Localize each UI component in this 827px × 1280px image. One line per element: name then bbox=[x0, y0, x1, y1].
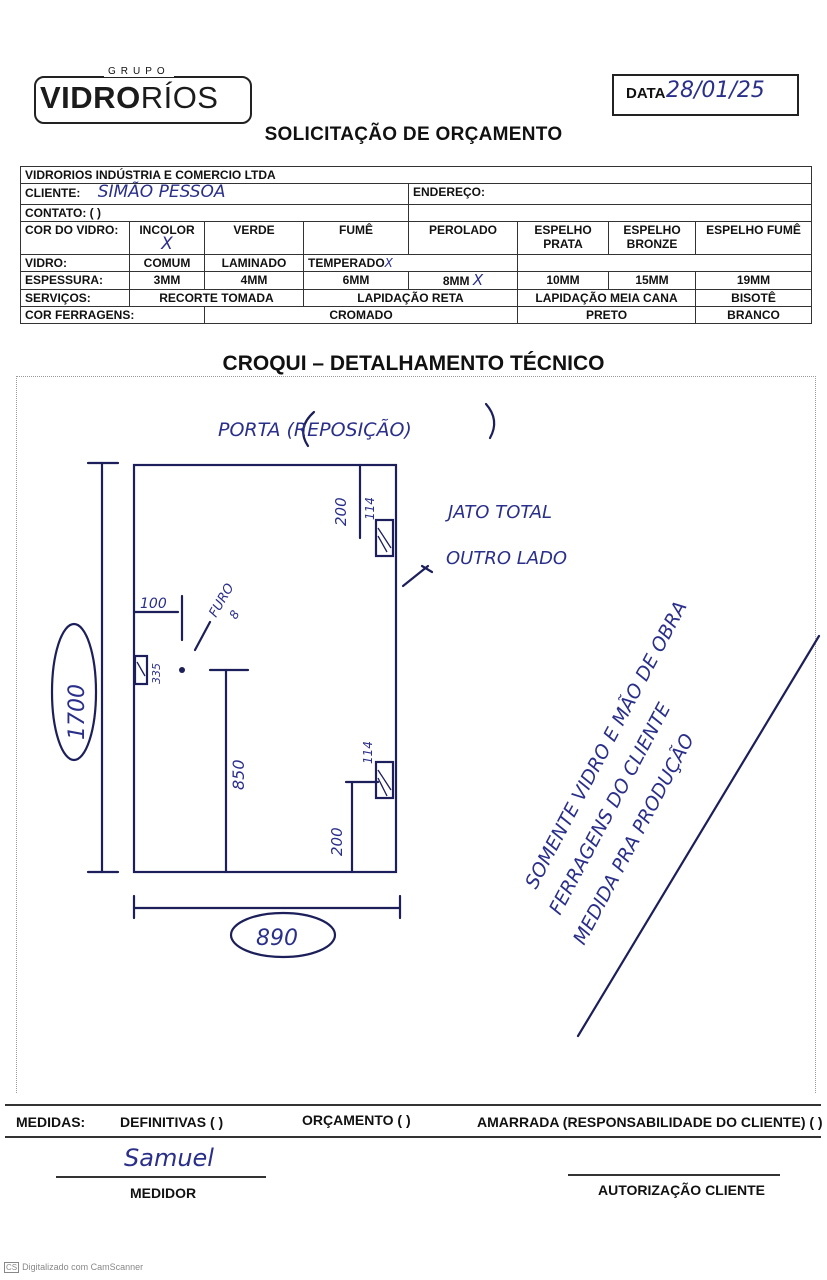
dim-114-bottom-label: 114 bbox=[361, 741, 375, 764]
thickness-8mm-mark: X bbox=[472, 271, 484, 289]
color-label: COR DO VIDRO: bbox=[20, 221, 130, 255]
dim-width-label: 890 bbox=[256, 926, 298, 951]
sketch-title: CROQUI – DETALHAMENTO TÉCNICO bbox=[222, 352, 605, 375]
glass-option-temperado[interactable]: TEMPERADOX bbox=[303, 254, 518, 272]
note-porta: PORTA (REPOSIÇÃO) bbox=[218, 418, 412, 441]
measures-option-definitivas[interactable]: DEFINITIVAS ( ) bbox=[120, 1114, 224, 1130]
lock-cutout bbox=[133, 654, 149, 686]
client-row: CLIENTE: SIMÃO PESSOA ENDEREÇO: bbox=[20, 182, 812, 205]
hole-marker bbox=[179, 667, 185, 673]
date-box bbox=[612, 74, 799, 116]
top-hinge-cutout bbox=[374, 518, 395, 558]
thickness-option-8mm[interactable]: 8MM X bbox=[408, 271, 518, 290]
dim-335-label: 335 bbox=[150, 663, 163, 684]
dim-100-label: 100 bbox=[140, 596, 167, 612]
medidor-label: MEDIDOR bbox=[130, 1185, 197, 1201]
footer-divider-bottom bbox=[5, 1136, 821, 1138]
services-row: SERVIÇOS: RECORTE TOMADA LAPIDAÇÃO RETA … bbox=[20, 289, 812, 307]
glass-color-row: COR DO VIDRO: INCOLOR X VERDE FUMÊ PEROL… bbox=[20, 221, 812, 255]
contact-row: CONTATO: ( ) bbox=[20, 204, 812, 222]
color-fume-label: FUMÊ bbox=[339, 223, 373, 237]
medidor-signature-line bbox=[56, 1176, 266, 1178]
date-value[interactable]: 28/01/25 bbox=[666, 78, 765, 103]
annotation-divider-line bbox=[576, 634, 821, 1038]
logo-brand-bold: VIDRO bbox=[40, 80, 141, 115]
logo-brand-thin: RÍOS bbox=[140, 80, 219, 115]
thickness-option-19mm[interactable]: 19MM bbox=[695, 271, 812, 290]
client-value: SIMÃO PESSOA bbox=[97, 182, 226, 202]
color-espelho-prata-label: ESPELHO PRATA bbox=[534, 223, 592, 251]
measures-option-amarrada[interactable]: AMARRADA (RESPONSABILIDADE DO CLIENTE) (… bbox=[477, 1114, 823, 1130]
dim-114-top-label: 114 bbox=[363, 497, 377, 520]
hardware-option-preto[interactable]: PRETO bbox=[517, 306, 696, 324]
hardware-option-branco[interactable]: BRANCO bbox=[695, 306, 812, 324]
dim-200-bottom-label: 200 bbox=[328, 827, 346, 856]
color-incolor-mark: X bbox=[161, 234, 173, 254]
medidor-signature: Samuel bbox=[124, 1144, 214, 1172]
hardware-option-cromado[interactable]: CROMADO bbox=[204, 306, 518, 324]
services-label: SERVIÇOS: bbox=[20, 289, 130, 307]
client-label: CLIENTE: bbox=[25, 186, 81, 200]
color-option-fume[interactable]: FUMÊ bbox=[303, 221, 409, 255]
form-title: SOLICITAÇÃO DE ORÇAMENTO bbox=[264, 124, 563, 145]
thickness-row: ESPESSURA: 3MM 4MM 6MM 8MM X 10MM 15MM 1… bbox=[20, 271, 812, 290]
address-label: ENDEREÇO: bbox=[413, 185, 486, 199]
glass-type-label: VIDRO: bbox=[20, 254, 130, 272]
logo-frame bbox=[34, 76, 252, 124]
logo: VIDRORÍOS bbox=[40, 80, 218, 116]
bottom-hinge-cutout bbox=[374, 760, 395, 800]
order-form-table: VIDRORIOS INDÚSTRIA E COMERCIO LTDA CLIE… bbox=[20, 166, 812, 324]
furo-size-label: 8 bbox=[226, 608, 242, 622]
client-authorization-label: AUTORIZAÇÃO CLIENTE bbox=[598, 1182, 765, 1198]
camscanner-icon: CS bbox=[4, 1262, 20, 1273]
color-incolor-label: INCOLOR bbox=[139, 223, 195, 237]
hinge-hatching bbox=[136, 527, 392, 797]
note-parenthesis-close bbox=[484, 402, 496, 440]
color-option-espelho-bronze[interactable]: ESPELHO BRONZE bbox=[608, 221, 696, 255]
glass-option-laminado[interactable]: LAMINADO bbox=[204, 254, 304, 272]
measures-option-orcamento[interactable]: ORÇAMENTO ( ) bbox=[302, 1112, 411, 1128]
note-parenthesis-open bbox=[302, 410, 316, 448]
footer-divider-top bbox=[5, 1104, 821, 1106]
frosting-arrow-line bbox=[401, 564, 430, 588]
door-panel-outline bbox=[132, 463, 398, 874]
scanner-text: Digitalizado com CamScanner bbox=[22, 1262, 144, 1272]
logo-group-text: GRUPO bbox=[104, 66, 174, 77]
service-option-lapidacao-reta[interactable]: LAPIDAÇÃO RETA bbox=[303, 289, 518, 307]
note-outro-lado: OUTRO LADO bbox=[446, 548, 567, 569]
dim-height-label: 1700 bbox=[65, 684, 90, 740]
note-somente-vidro: SOMENTE VIDRO E MÃO DE OBRA bbox=[520, 597, 691, 892]
color-option-espelho-fume[interactable]: ESPELHO FUMÊ bbox=[695, 221, 812, 255]
glass-type-row: VIDRO: COMUM LAMINADO TEMPERADOX bbox=[20, 254, 812, 272]
date-label: DATA bbox=[626, 85, 666, 102]
height-dimension-circle bbox=[50, 622, 98, 762]
hole-leader-line bbox=[193, 620, 212, 652]
client-authorization-line[interactable] bbox=[568, 1174, 780, 1176]
dim-200-top-label: 200 bbox=[332, 497, 350, 526]
note-jato-total: JATO TOTAL bbox=[445, 502, 552, 523]
width-dimension-circle bbox=[229, 911, 337, 959]
sketch-frame bbox=[16, 376, 816, 1093]
color-option-incolor[interactable]: INCOLOR X bbox=[129, 221, 205, 255]
color-verde-label: VERDE bbox=[233, 223, 275, 237]
color-espelho-fume-label: ESPELHO FUMÊ bbox=[706, 223, 801, 237]
frosting-arrow-head bbox=[420, 564, 434, 574]
hardware-label: COR FERRAGENS: bbox=[20, 306, 205, 324]
color-espelho-bronze-label: ESPELHO BRONZE bbox=[623, 223, 681, 251]
hardware-color-row: COR FERRAGENS: CROMADO PRETO BRANCO bbox=[20, 306, 812, 324]
contact-label: CONTATO: ( ) bbox=[25, 206, 101, 220]
color-perolado-label: PEROLADO bbox=[428, 223, 497, 237]
measures-label: MEDIDAS: bbox=[16, 1114, 86, 1130]
thickness-8mm-label: 8MM bbox=[442, 274, 470, 288]
glass-temperado-label: TEMPERADO bbox=[308, 256, 385, 270]
dim-850-label: 850 bbox=[229, 759, 248, 790]
glass-temperado-mark: X bbox=[384, 256, 393, 270]
